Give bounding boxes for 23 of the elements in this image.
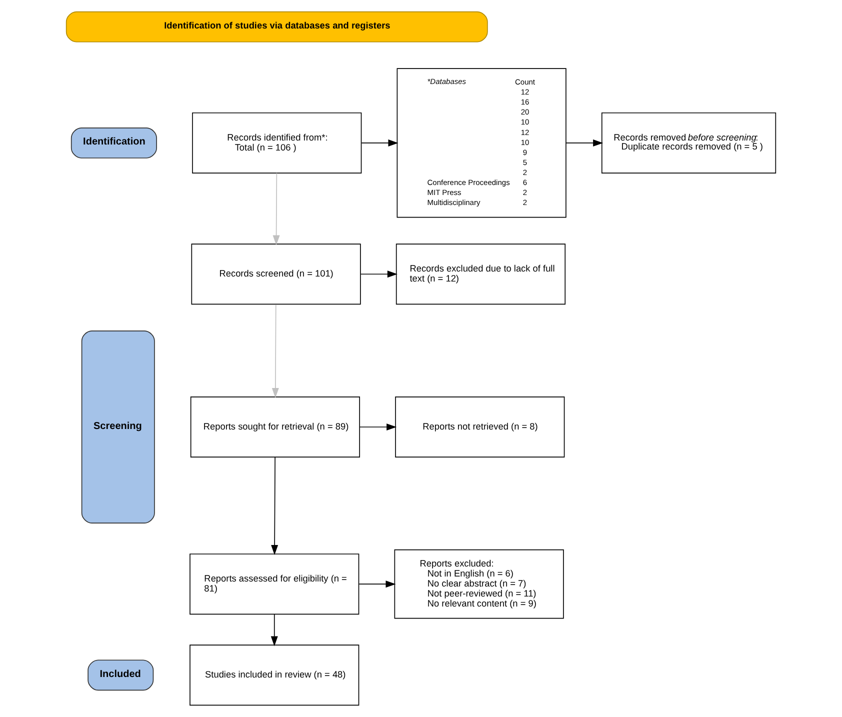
node-box: Identification of studies via databases and registers <box>66 11 488 42</box>
node-box: Reports assessed for eligibility (n = 81) <box>190 554 360 615</box>
arrow <box>270 614 278 646</box>
node-box: Studies included in review (n = 48) <box>190 644 360 706</box>
node-box: *Databases Count 12 16 20 10 12 10 9 5 2 Conference Proceedings 6 MIT Press 2 Multidisciplinary 2 <box>396 68 566 218</box>
node-box: Reports excluded: Not in English (n = 6) No clear abstract (n = 7) Not peer-reviewed (n = 11) No relevant content (n = 9) <box>394 549 564 619</box>
arrow <box>361 139 398 146</box>
arrow <box>566 139 604 146</box>
arrow <box>271 457 278 556</box>
node-box: Reports not retrieved (n = 8) <box>395 396 565 458</box>
node-box: Reports sought for retrieval (n = 89) <box>190 396 360 458</box>
arrow <box>272 304 279 398</box>
node-box: Records removed before screening: Duplicate records removed (n = 5 ) <box>601 112 776 174</box>
arrow <box>272 172 280 246</box>
node-box: Records excluded due to lack of full text (n = 12) <box>396 244 566 305</box>
arrow <box>360 424 397 431</box>
node-box: Identification <box>70 128 157 158</box>
node-box: Screening <box>81 330 155 524</box>
node-box: Included <box>88 660 154 691</box>
node-box: Records identified from*: Total (n = 106 ) <box>192 112 362 174</box>
node-box: Records screened (n = 101) <box>191 244 361 305</box>
arrow <box>358 580 396 588</box>
arrow <box>360 270 398 278</box>
